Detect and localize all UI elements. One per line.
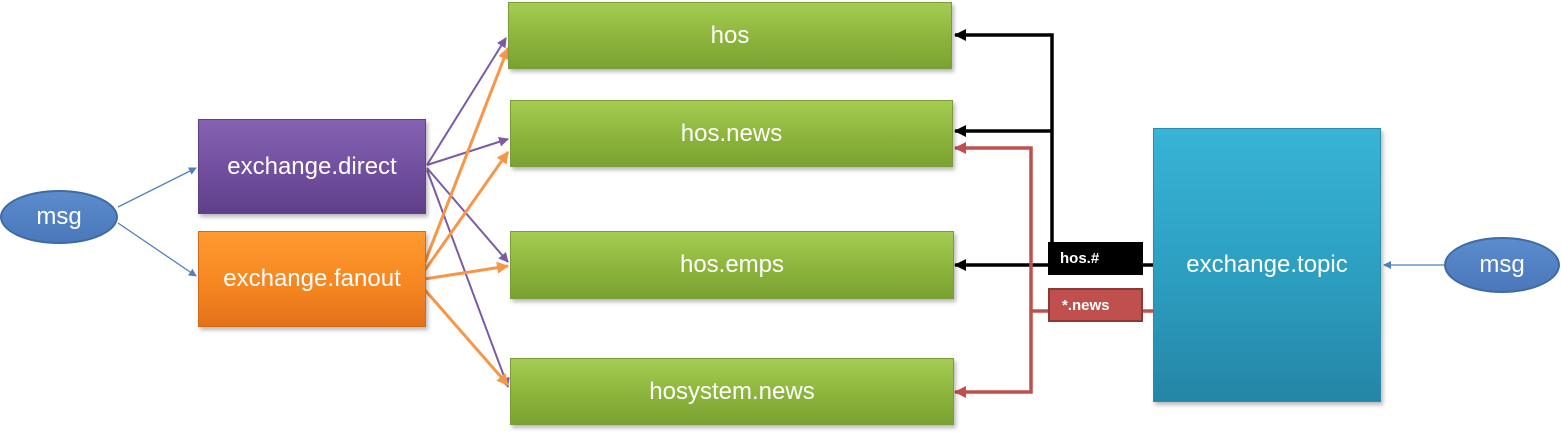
exchange-fanout-label: exchange.fanout	[223, 265, 401, 292]
link-fanout-to-hos	[416, 47, 510, 281]
exchange-direct-label: exchange.direct	[227, 152, 397, 180]
msg-producer-right: msg	[1444, 237, 1560, 293]
link-fanout-to-hos-news	[416, 151, 510, 281]
queue-hosystem-news-label: hosystem.news	[649, 377, 815, 405]
queue-hosystem-news: hosystem.news	[510, 358, 954, 425]
link-direct-to-hos-emps	[426, 167, 509, 263]
msg-producer-left: msg	[0, 190, 118, 244]
exchange-fanout: exchange.fanout	[198, 231, 426, 327]
link-direct-to-hosystem-news	[426, 169, 510, 388]
queue-hos-news-label: hos.news	[680, 119, 783, 147]
routing-key-hos-all: hos.#	[1048, 242, 1143, 275]
queue-hos-emps-label: hos.emps	[679, 251, 785, 278]
link-direct-to-hos	[426, 37, 507, 166]
queue-hos-emps: hos.emps	[510, 231, 954, 299]
exchange-topic-label: exchange.topic	[1186, 251, 1348, 278]
exchange-topic: exchange.topic	[1153, 128, 1381, 402]
link-fanout-to-hos-emps	[417, 261, 509, 282]
exchange-direct: exchange.direct	[198, 119, 426, 214]
routing-key-hos-all-label: hos.#	[1060, 250, 1100, 267]
queue-hos-label: hos	[710, 21, 750, 49]
routing-key-any-news-label: *.news	[1062, 296, 1110, 314]
link-msg-to-direct	[117, 167, 197, 208]
routing-key-any-news: *.news	[1048, 288, 1143, 322]
link-topic-any-news-to-hos-news	[954, 142, 1155, 313]
link-msg-to-fanout	[117, 222, 197, 277]
msg-right-label: msg	[1479, 251, 1525, 278]
link-topic-hos-all-to-hos	[954, 29, 1155, 267]
queue-hos: hos	[508, 2, 952, 69]
queue-hos-news: hos.news	[510, 100, 953, 167]
link-fanout-to-hosystem-news	[416, 281, 510, 386]
msg-left-label: msg	[36, 203, 82, 230]
link-topic-any-news-to-hosystem-news	[954, 311, 1033, 398]
